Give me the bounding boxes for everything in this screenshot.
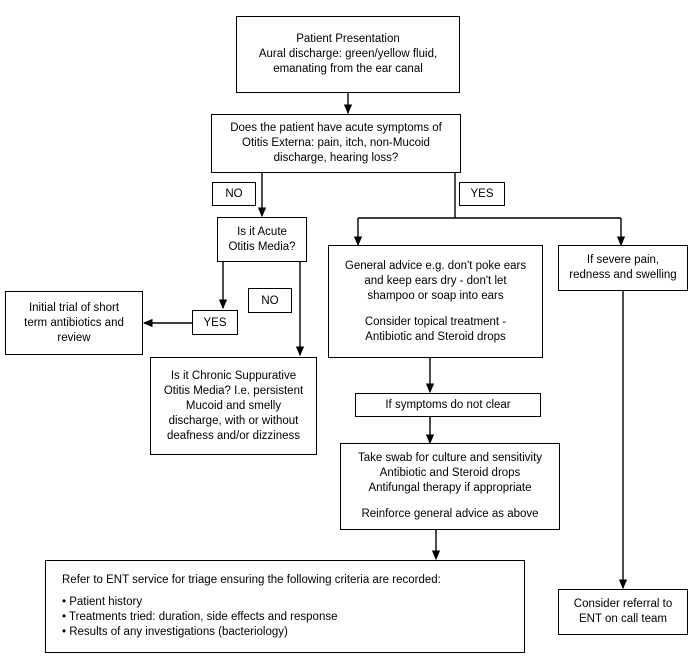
patient-presentation-body: Aural discharge: green/yellow fluid, ema… xyxy=(258,48,438,75)
edge-label-yes-aom: YES xyxy=(192,310,238,335)
ent-on-call-body: Consider referral to ENT on call team xyxy=(573,598,673,625)
node-ent-on-call: Consider referral to ENT on call team xyxy=(558,589,688,635)
swab-treatment-body: Take swab for culture and sensitivity An… xyxy=(357,452,543,494)
edge-label-yes-aom-text: YES xyxy=(203,316,227,329)
edge-label-no-aom: NO xyxy=(248,288,292,313)
edge-label-no-top-text: NO xyxy=(225,188,243,200)
node-acute-symptoms-question: Does the patient have acute symptoms of … xyxy=(211,114,461,173)
node-symptoms-not-clear: If symptoms do not clear xyxy=(355,393,541,417)
ent-referral-bullet-1: • Treatments tried: duration, side effec… xyxy=(62,611,338,623)
node-severe-pain: If severe pain, redness and swelling xyxy=(558,245,688,291)
acute-symptoms-question-body: Does the patient have acute symptoms of … xyxy=(230,122,442,164)
swab-treatment-body2: Reinforce general advice as above xyxy=(361,508,539,520)
symptoms-not-clear-body: If symptoms do not clear xyxy=(385,398,511,411)
node-chronic-suppurative-question: Is it Chronic Suppurative Otitis Media? … xyxy=(150,357,317,455)
ent-referral-heading: Refer to ENT service for triage ensuring… xyxy=(62,574,441,586)
node-patient-presentation: Patient Presentation Aural discharge: gr… xyxy=(236,16,460,93)
acute-otitis-media-question-body: Is it Acute Otitis Media? xyxy=(228,225,296,253)
node-swab-treatment: Take swab for culture and sensitivity An… xyxy=(340,443,560,530)
ent-referral-bullet-0: • Patient history xyxy=(62,596,143,608)
edge-label-yes-top-text: YES xyxy=(470,188,494,200)
node-initial-trial: Initial trial of short term antibiotics … xyxy=(5,291,143,355)
node-acute-otitis-media-question: Is it Acute Otitis Media? xyxy=(217,217,307,262)
node-ent-referral: Refer to ENT service for triage ensuring… xyxy=(45,560,525,653)
initial-trial-body: Initial trial of short term antibiotics … xyxy=(24,301,124,344)
edge-label-no-aom-text: NO xyxy=(261,294,279,307)
edge-label-no-top: NO xyxy=(212,182,256,206)
edge-label-yes-top: YES xyxy=(459,182,505,206)
patient-presentation-heading: Patient Presentation xyxy=(296,33,400,45)
node-general-advice: General advice e.g. don't poke ears and … xyxy=(328,245,543,358)
general-advice-body: General advice e.g. don't poke ears and … xyxy=(344,259,527,302)
general-advice-body2: Consider topical treatment - Antibiotic … xyxy=(364,315,507,343)
chronic-suppurative-question-body: Is it Chronic Suppurative Otitis Media? … xyxy=(163,369,304,442)
severe-pain-body: If severe pain, redness and swelling xyxy=(569,254,677,281)
ent-referral-bullet-2: • Results of any investigations (bacteri… xyxy=(62,626,288,638)
